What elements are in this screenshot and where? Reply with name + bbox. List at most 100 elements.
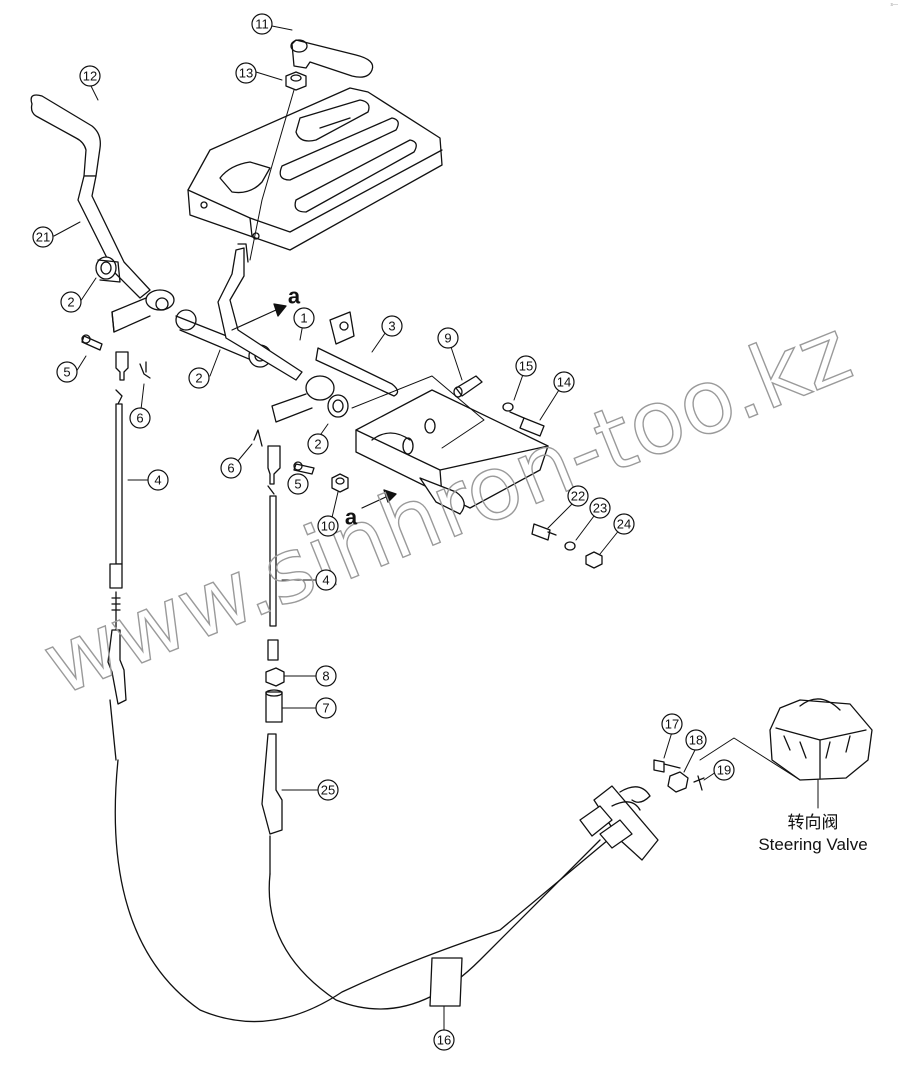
bolt-22 <box>531 523 557 541</box>
callout-27: 25 <box>317 779 339 801</box>
callout-number: 15 <box>519 359 533 374</box>
callout-12: 6 <box>129 407 151 429</box>
legend-english: Steering Valve <box>758 835 868 854</box>
callout-circle <box>713 759 735 781</box>
callout-number: 13 <box>239 66 253 81</box>
callout-number: 8 <box>322 669 329 684</box>
callout-21: 4 <box>315 569 337 591</box>
callout-number: 5 <box>63 365 70 380</box>
callout-number: 16 <box>437 1033 451 1048</box>
nut-10 <box>331 473 349 493</box>
callout-13: 2 <box>307 433 329 455</box>
callout-25: 18 <box>685 729 707 751</box>
callout-11: 5 <box>56 361 78 383</box>
cable-left <box>107 629 621 1023</box>
pin-6-left <box>139 361 151 379</box>
callout-7: 3 <box>381 315 403 337</box>
callout-circle <box>56 361 78 383</box>
callout-number: 21 <box>36 230 50 245</box>
callout-number: 18 <box>689 733 703 748</box>
callout-circle <box>381 315 403 337</box>
callout-number: 2 <box>67 295 74 310</box>
ref-letter-a-top: a <box>288 284 301 309</box>
callout-22: 8 <box>315 665 337 687</box>
callout-number: 4 <box>154 473 161 488</box>
callout-circle <box>307 433 329 455</box>
bolt-17 <box>653 759 681 773</box>
callout-4: 2 <box>60 291 82 313</box>
callout-17: 10 <box>317 515 339 537</box>
callout-circle <box>317 515 339 537</box>
callout-circle <box>32 226 54 248</box>
callout-number: 10 <box>321 519 335 534</box>
callout-circle <box>60 291 82 313</box>
nut-8 <box>265 667 285 687</box>
callout-number: 14 <box>557 375 571 390</box>
callout-circle <box>287 473 309 495</box>
callout-number: 2 <box>314 437 321 452</box>
bracket-16 <box>429 785 659 1007</box>
callout-circle <box>315 665 337 687</box>
callout-8: 9 <box>437 327 459 349</box>
callout-10: 14 <box>553 371 575 393</box>
callout-18: 22 <box>567 485 589 507</box>
lever-1 <box>217 243 335 423</box>
pin-6-right <box>253 429 263 447</box>
steering-valve-legend: 转向阀 Steering Valve <box>738 812 888 856</box>
callout-19: 23 <box>589 497 611 519</box>
callout-circle <box>188 367 210 389</box>
pin-19 <box>693 775 705 791</box>
callout-circle <box>553 371 575 393</box>
coupler-7 <box>265 689 283 723</box>
bolt-5-left <box>81 334 103 351</box>
bolt-14 <box>509 411 545 437</box>
callout-3: 21 <box>32 226 54 248</box>
ref-letter-a-bottom: a <box>345 505 358 530</box>
callout-circle <box>685 729 707 751</box>
callout-circle <box>235 62 257 84</box>
callout-number: 12 <box>83 69 97 84</box>
callout-1: 12 <box>79 65 101 87</box>
nut-18 <box>667 771 689 793</box>
shaft-3 <box>315 311 399 397</box>
console-cover <box>187 87 443 251</box>
callout-number: 9 <box>444 331 451 346</box>
legend-chinese: 转向阀 <box>787 813 839 833</box>
callout-circle <box>251 13 273 35</box>
callout-circle <box>147 469 169 491</box>
fitting-9 <box>453 375 483 398</box>
corner-mark: s— <box>890 2 899 8</box>
callout-26: 19 <box>713 759 735 781</box>
callout-9: 15 <box>515 355 537 377</box>
callout-circle <box>433 1029 455 1051</box>
washer-23 <box>564 541 576 551</box>
rod-4-right <box>267 445 281 661</box>
bolt-5-right <box>293 461 315 475</box>
callout-circle <box>567 485 589 507</box>
valve-block <box>355 389 549 515</box>
callout-circle <box>515 355 537 377</box>
callout-circle <box>589 497 611 519</box>
washer-15 <box>502 402 514 412</box>
callout-number: 4 <box>322 573 329 588</box>
nut-24 <box>585 551 603 569</box>
callout-0: 11 <box>251 13 273 35</box>
callout-2: 13 <box>235 62 257 84</box>
callout-circle <box>129 407 151 429</box>
callout-number: 6 <box>227 461 234 476</box>
callout-24: 17 <box>661 713 683 735</box>
callout-circle <box>437 327 459 349</box>
callout-circle <box>293 307 315 329</box>
callout-16: 5 <box>287 473 309 495</box>
knob-11 <box>290 39 374 78</box>
callout-number: 1 <box>300 311 307 326</box>
callout-number: 7 <box>322 701 329 716</box>
lever-12 <box>30 94 175 333</box>
callout-number: 5 <box>294 477 301 492</box>
callout-number: 3 <box>388 319 395 334</box>
callout-number: 24 <box>617 517 631 532</box>
nut-13 <box>285 71 307 91</box>
callout-20: 24 <box>613 513 635 535</box>
callout-5: 2 <box>188 367 210 389</box>
